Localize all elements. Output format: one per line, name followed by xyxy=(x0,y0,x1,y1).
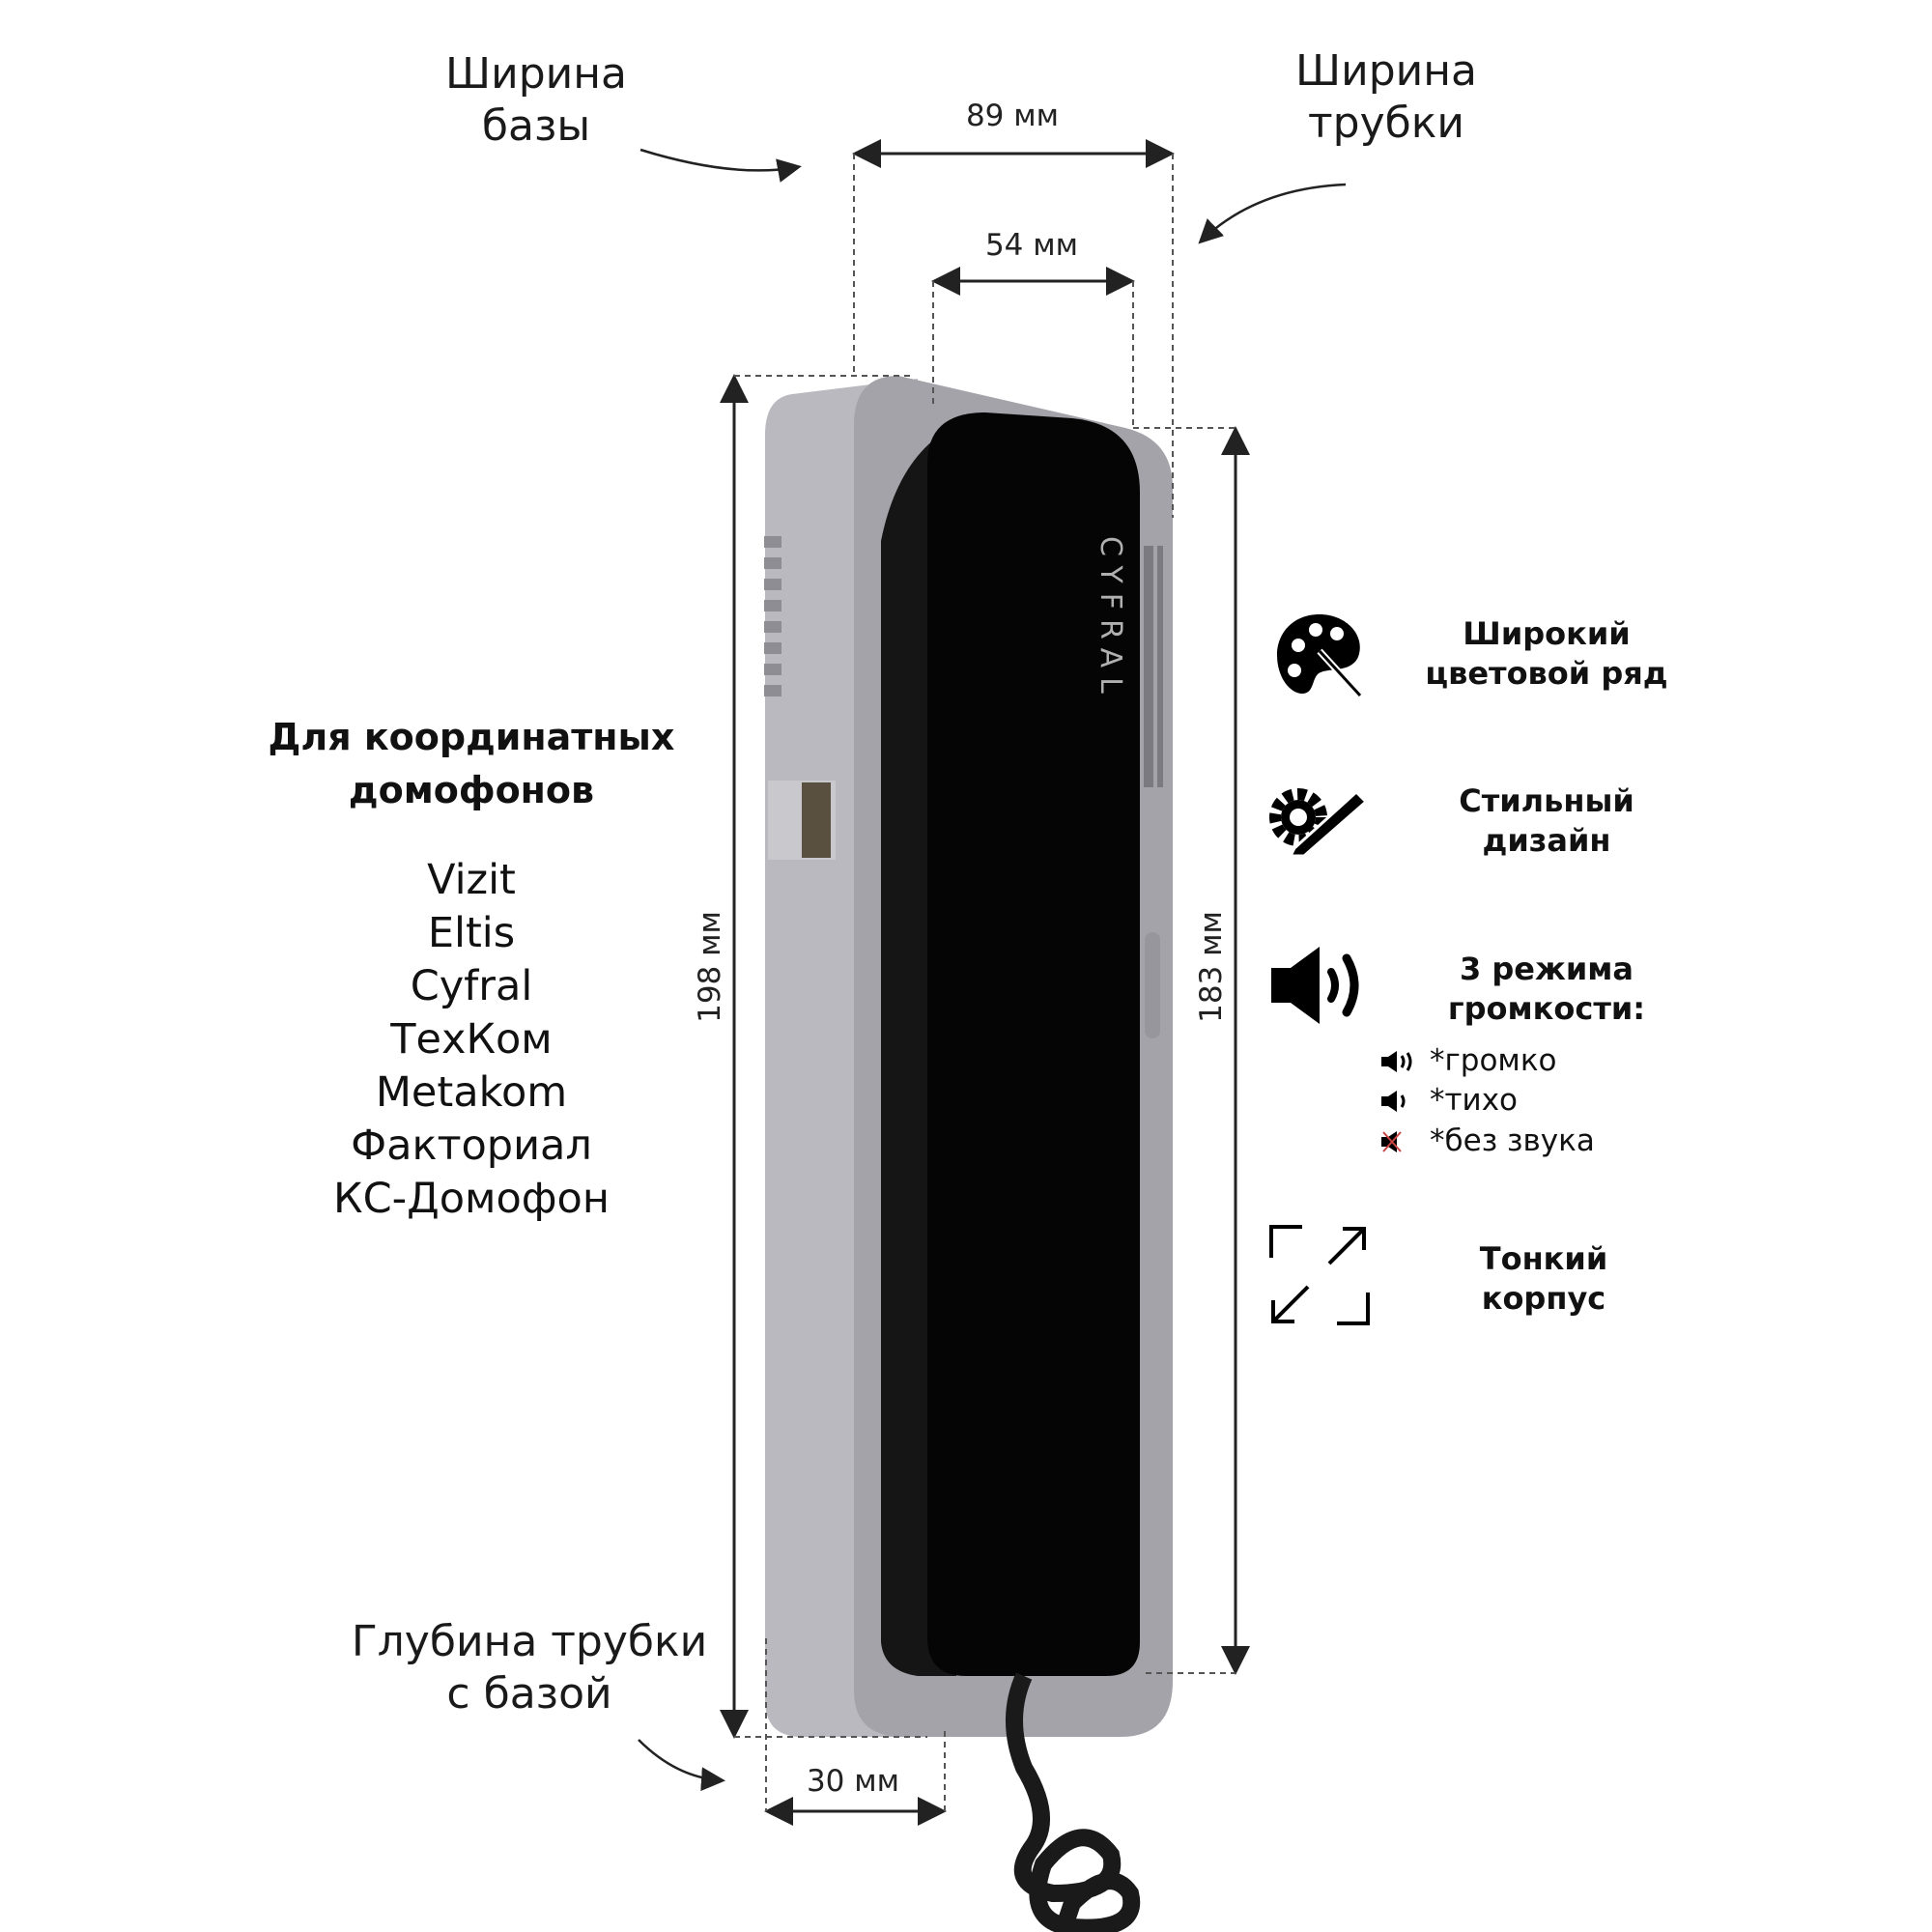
feature-volume-modes: 3 режима громкости: xyxy=(1448,950,1645,1029)
feature-text: корпус xyxy=(1481,1280,1606,1317)
feature-text: Стильный xyxy=(1459,782,1634,819)
depth-label: Глубина трубки с базой xyxy=(352,1616,707,1720)
handset-height-value: 183 мм xyxy=(1194,911,1229,1023)
brand-item: КС-Домофон xyxy=(333,1175,610,1223)
handset-width-value: 54 мм xyxy=(984,228,1079,263)
palette-icon xyxy=(1277,614,1363,698)
depth-value: 30 мм xyxy=(806,1764,900,1799)
volume-mode-mute: *без звука xyxy=(1430,1123,1595,1158)
feature-text: дизайн xyxy=(1482,822,1611,859)
volume-loud-icon xyxy=(1381,1051,1412,1072)
volume-mute-icon xyxy=(1381,1131,1402,1152)
brand-item: Факториал xyxy=(351,1122,592,1170)
gear-pencil-icon xyxy=(1269,788,1369,856)
feature-text: Тонкий xyxy=(1479,1240,1608,1277)
handset-width-label-line: трубки xyxy=(1308,99,1464,148)
base-width-label: Ширина базы xyxy=(445,48,627,153)
depth-label-line: с базой xyxy=(446,1669,612,1719)
compatibility-title: Для координатных xyxy=(268,716,675,758)
callout-arrows xyxy=(638,148,1347,1792)
brand-item: Vizit xyxy=(427,856,516,904)
compatibility-title: домофонов xyxy=(348,769,595,811)
base-width-value: 89 мм xyxy=(965,99,1060,133)
feature-thin-body: Тонкий корпус xyxy=(1480,1239,1607,1319)
feature-color-range: Широкий цветовой ряд xyxy=(1425,614,1667,694)
base-width-label-line: базы xyxy=(481,101,591,151)
base-height-value: 198 мм xyxy=(693,911,727,1023)
brand-item: Eltis xyxy=(427,909,516,957)
volume-mode-loud: *громко xyxy=(1430,1043,1557,1078)
compatibility-section: Для координатных домофонов Vizit Eltis C… xyxy=(269,711,675,1226)
coiled-cord xyxy=(1006,1672,1141,1932)
expand-icon xyxy=(1269,1225,1370,1325)
base-width-label-line: Ширина xyxy=(445,49,627,99)
feature-text: 3 режима xyxy=(1459,951,1634,987)
feature-text: громкости: xyxy=(1447,990,1646,1027)
handset xyxy=(927,412,1140,1676)
handset-width-label-line: Ширина xyxy=(1295,46,1477,96)
feature-stylish-design: Стильный дизайн xyxy=(1459,781,1634,861)
volume-button xyxy=(1145,932,1160,1038)
feature-text: цветовой ряд xyxy=(1425,655,1668,692)
brand-item: Metakom xyxy=(375,1068,568,1117)
side-vents xyxy=(764,536,781,696)
extension-lines xyxy=(734,154,1236,1811)
brand-item: ТехКом xyxy=(390,1015,553,1064)
front-vents xyxy=(1144,546,1163,787)
volume-mode-quiet: *тихо xyxy=(1430,1083,1519,1118)
brand-logo: CYFRAL xyxy=(1094,536,1127,703)
speaker-icon xyxy=(1271,947,1359,1024)
feature-text: Широкий xyxy=(1463,615,1631,652)
brand-item: Cyfral xyxy=(410,962,533,1010)
depth-label-line: Глубина трубки xyxy=(351,1617,708,1666)
handset-width-label: Ширина трубки xyxy=(1295,45,1477,150)
volume-quiet-icon xyxy=(1381,1091,1406,1112)
